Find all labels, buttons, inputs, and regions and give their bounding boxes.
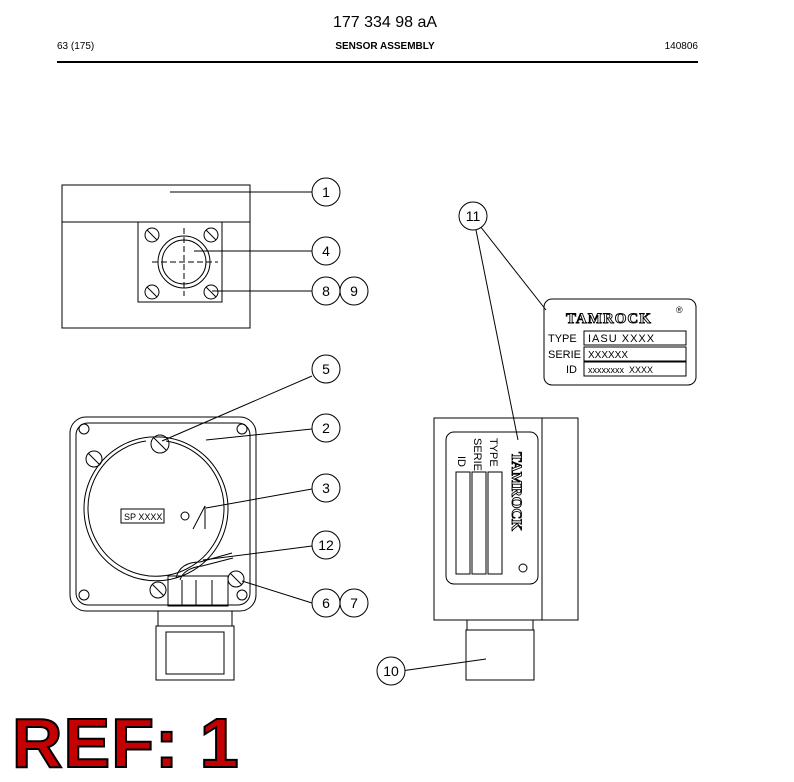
flange-screws [144,227,219,300]
svg-text:6: 6 [322,595,330,611]
nameplate: TAMROCK ® TYPE IASU XXXX SERIE XXXXXX ID… [475,225,697,441]
callout-bubbles: 1 4 8 9 5 2 3 12 6 7 11 10 [311,177,488,686]
side-plate-outline [445,431,539,585]
sensor-marking: SP XXXX [124,512,162,522]
svg-text:9: 9 [350,283,358,299]
gland-nut [157,610,233,627]
nameplate-registered: ® [676,305,683,315]
svg-text:3: 3 [322,480,330,496]
side-view: ID SERIE TYPE TAMROCK [400,417,579,681]
callout-4: 4 [311,236,341,266]
callout-7: 7 [339,588,369,618]
ref-label: REF: 1 [11,704,240,782]
date-code: 140806 [664,41,698,52]
svg-text:11: 11 [466,208,481,224]
svg-text:12: 12 [318,537,334,553]
nameplate-id-value: xxxxxxxx XXXX [588,365,653,375]
housing-inner [75,422,251,606]
callout-2: 2 [311,413,341,443]
svg-text:8: 8 [322,283,330,299]
callout-3: 3 [311,473,341,503]
callout-12: 12 [311,530,341,560]
nameplate-outline [543,298,697,386]
top-view-outline [61,184,251,329]
nameplate-brand: TAMROCK [566,311,652,327]
side-id-label: ID [455,456,467,467]
svg-text:10: 10 [383,663,399,679]
side-cable-gland [465,629,535,681]
callout-11: 11 [458,201,488,231]
nameplate-id-label: ID [566,364,577,376]
svg-text:7: 7 [350,595,358,611]
callout-6: 6 [311,588,341,618]
svg-text:2: 2 [322,420,330,436]
sensor-marking-box [120,508,165,524]
svg-text:1: 1 [322,184,330,200]
nameplate-type-label: TYPE [548,333,577,345]
page-title: SENSOR ASSEMBLY [335,41,435,52]
page-number: 63 (175) [57,41,95,52]
side-registered-mark [518,563,528,573]
sensor-symbol [192,505,206,530]
callout-8: 8 [311,276,341,306]
callout-5: 5 [311,354,341,384]
connector-flange [137,221,223,303]
retaining-clip [175,552,233,579]
callout-10: 10 [376,656,406,686]
side-brand: TAMROCK [508,452,524,531]
nameplate-type-value: IASU XXXX [588,333,655,345]
document-number: 177 334 98 aA [332,14,438,31]
cable-gland [155,625,235,681]
nameplate-serie-value: XXXXXX [588,350,628,361]
sensor-lid-inner [87,440,225,577]
header-rule [57,61,698,63]
svg-text:4: 4 [322,243,330,259]
front-view: SP XXXX [69,375,313,681]
sensor-lid [83,436,229,582]
side-serie-label: SERIE [471,438,483,471]
callout-9: 9 [339,276,369,306]
callout-1: 1 [311,177,341,207]
nameplate-serie-label: SERIE [548,349,581,361]
side-type-label: TYPE [487,438,499,467]
svg-text:5: 5 [322,361,330,377]
top-view [61,184,312,329]
